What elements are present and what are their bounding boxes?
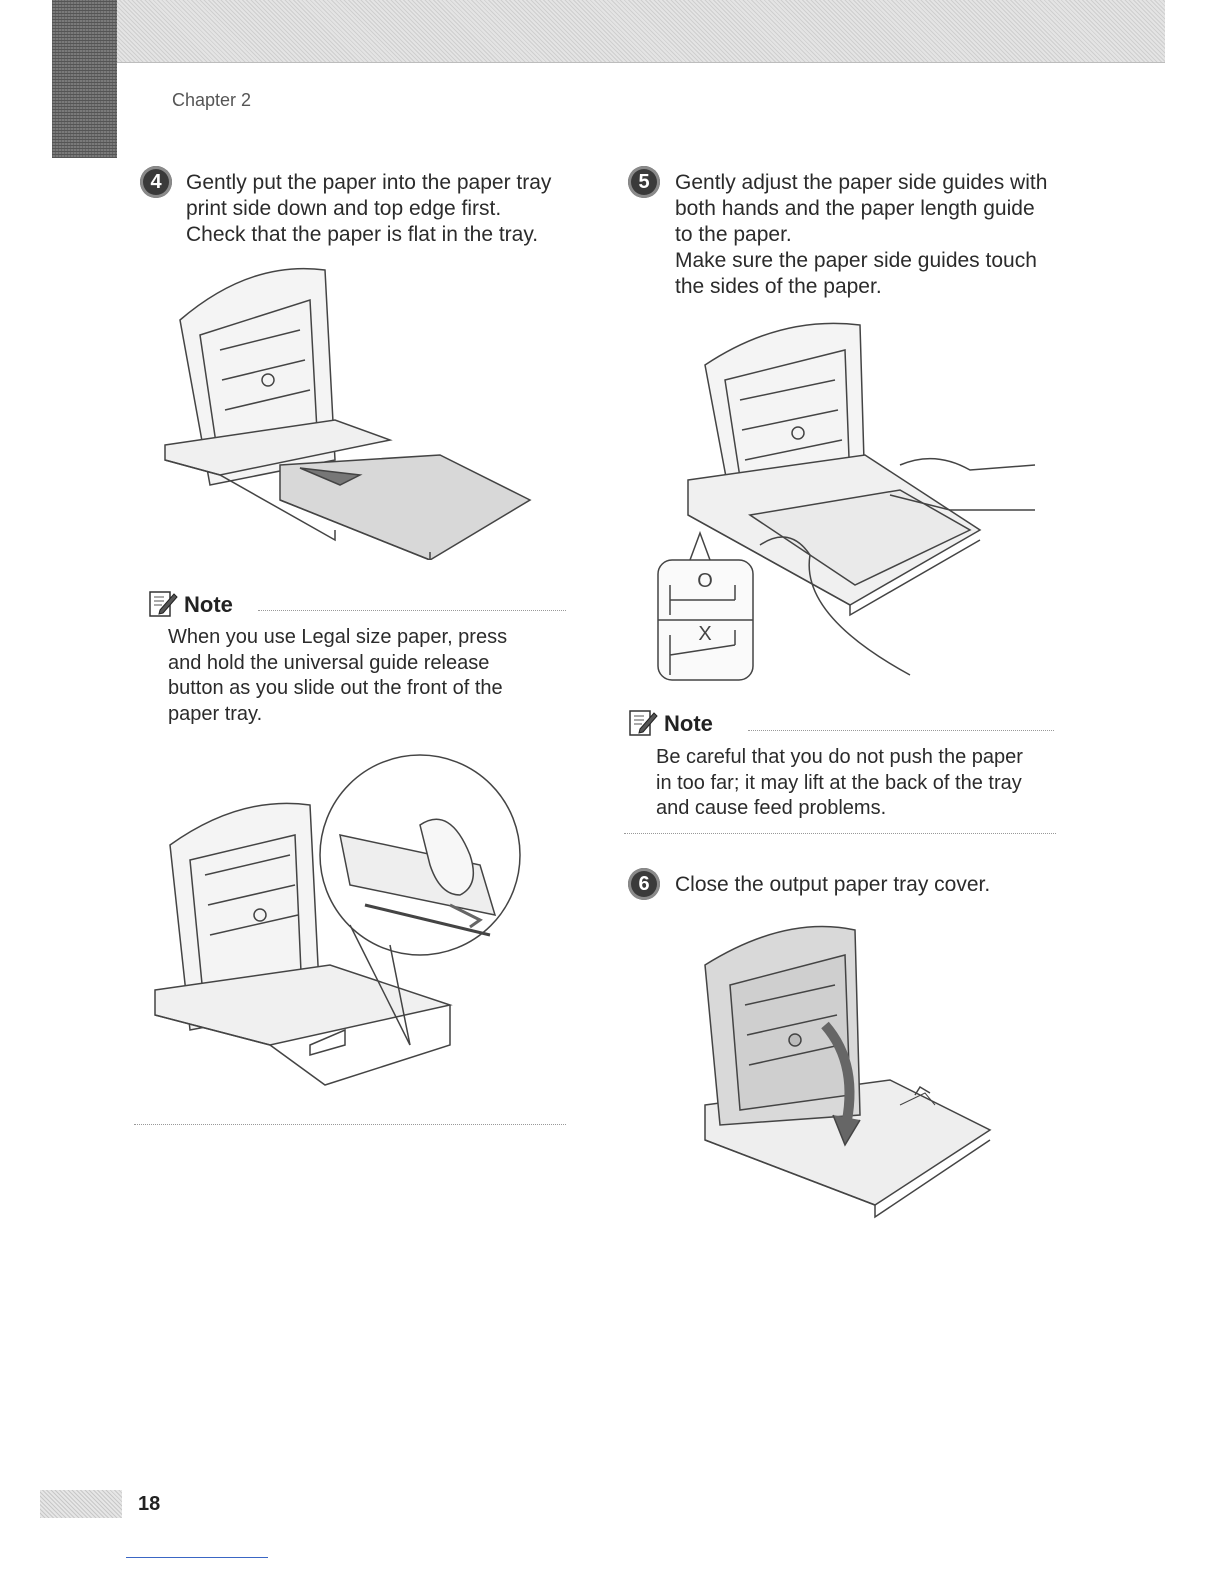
- close-output-cover-figure: [704, 925, 992, 1219]
- header-band: [117, 0, 1165, 63]
- step-6-text: Close the output paper tray cover.: [675, 872, 990, 898]
- note-2-bottom-rule: [624, 833, 1056, 834]
- note-1-line: button as you slide out the front of the: [168, 677, 503, 699]
- footer-rule: [126, 1557, 268, 1558]
- note-1-header: Note: [148, 588, 233, 618]
- note-1-text: When you use Legal size paper, press and…: [168, 625, 507, 727]
- note-1-title: Note: [184, 592, 233, 617]
- note-1-line: When you use Legal size paper, press: [168, 626, 508, 648]
- step-4-line: Check that the paper is flat in the tray…: [186, 223, 539, 246]
- page-number: 18: [138, 1493, 161, 1515]
- step-4-badge: 4: [140, 166, 172, 198]
- step-5-line: both hands and the paper length guide: [675, 197, 1035, 220]
- chapter-label: Chapter 2: [172, 90, 252, 110]
- note-pencil-icon: [629, 710, 658, 736]
- step-5-line: Make sure the paper side guides touch: [675, 249, 1037, 272]
- paper-tray-load-figure: [164, 267, 532, 560]
- note-2-line: in too far; it may lift at the back of t…: [656, 771, 1022, 794]
- wrong-mark: X: [698, 623, 711, 645]
- note-pencil-icon: [149, 591, 178, 617]
- note-1-line: and hold the universal guide release: [168, 651, 490, 674]
- note-1-line: paper tray.: [168, 702, 263, 725]
- step-5-line: the sides of the paper.: [675, 275, 882, 298]
- note-2-rule: [748, 730, 1054, 731]
- note-1-rule: [258, 610, 566, 611]
- legal-tray-release-figure: [154, 754, 521, 1086]
- note-2-title: Note: [664, 711, 713, 736]
- note-1-bottom-rule: [134, 1124, 566, 1125]
- correct-mark: O: [697, 570, 713, 592]
- step-5-line: Gently adjust the paper side guides with: [675, 171, 1048, 194]
- note-2-text: Be careful that you do not push the pape…: [656, 745, 1023, 822]
- page-number-band: [40, 1490, 122, 1518]
- step-5-line: to the paper.: [675, 223, 792, 246]
- step-6-badge: 6: [628, 868, 660, 900]
- step-6-line: Close the output paper tray cover.: [675, 873, 991, 896]
- note-2-line: and cause feed problems.: [656, 797, 887, 819]
- note-2-line: Be careful that you do not push the pape…: [656, 746, 1023, 768]
- step-4-text: Gently put the paper into the paper tray…: [186, 170, 551, 248]
- step-4-line: Gently put the paper into the paper tray: [186, 171, 552, 194]
- note-2-header: Note: [628, 707, 713, 737]
- adjust-guides-figure: O X: [657, 322, 1036, 681]
- step-4-line: print side down and top edge first.: [186, 197, 502, 220]
- chapter-tab: [52, 0, 117, 158]
- step-5-text: Gently adjust the paper side guides with…: [675, 170, 1047, 300]
- step-5-badge: 5: [628, 166, 660, 198]
